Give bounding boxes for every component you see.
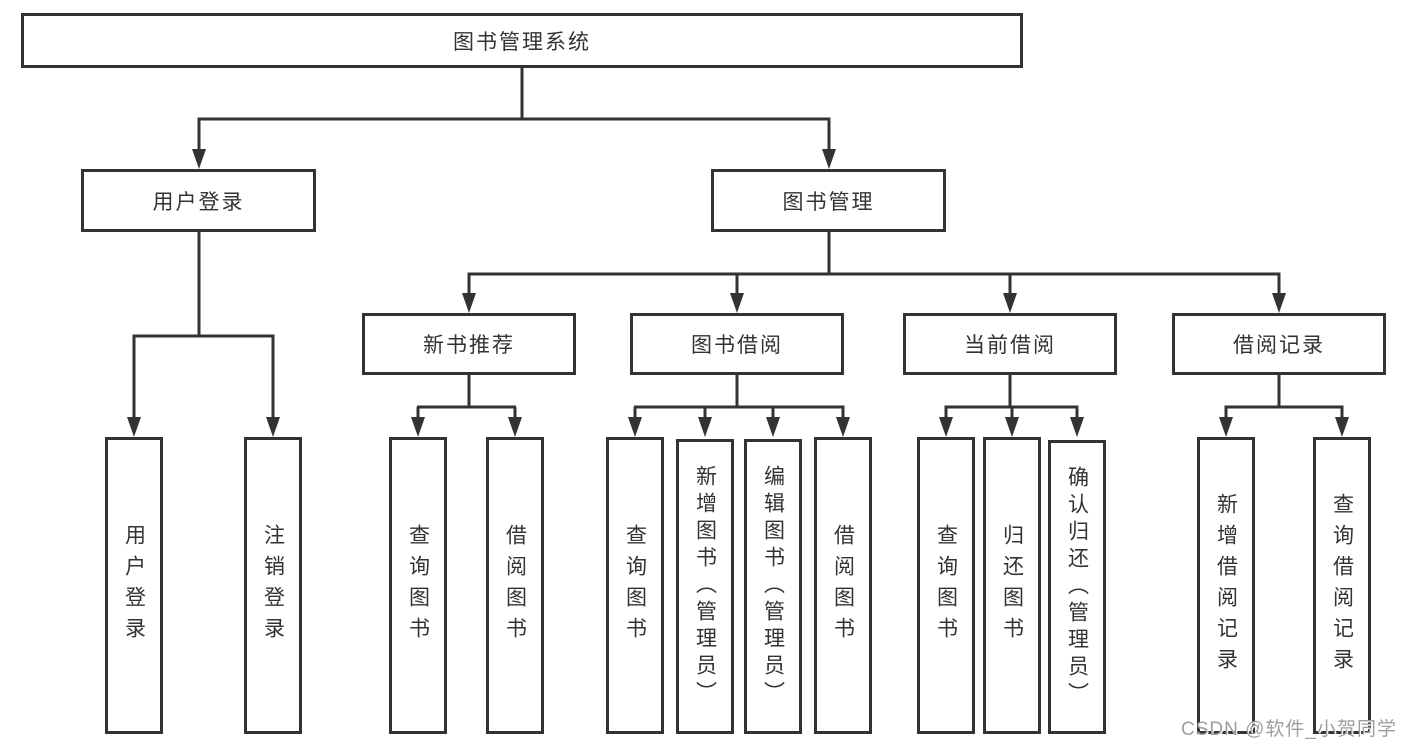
node-label: 图书管理 [782, 190, 875, 214]
node-current-borrowing: 当前借阅 [903, 313, 1117, 375]
leaf-edit-books-admin: 编辑图书（管理员） [744, 439, 802, 734]
leaf-label: 查询图书 [406, 523, 430, 648]
leaf-add-borrow-record: 新增借阅记录 [1197, 437, 1255, 734]
csdn-watermark: CSDN @软件_小贺同学 [1181, 719, 1397, 740]
leaf-label: 用户登录 [122, 523, 146, 648]
leaf-label: 归还图书 [1000, 523, 1024, 648]
leaf-borrow-books-recommend: 借阅图书 [486, 437, 544, 734]
leaf-label: 查询图书 [623, 523, 647, 648]
leaf-borrow-books-borrowing: 借阅图书 [814, 437, 872, 734]
leaf-label: 借阅图书 [831, 523, 855, 648]
node-book-management: 图书管理 [711, 169, 946, 232]
leaf-label: 注销登录 [261, 523, 285, 648]
leaf-label: 新增借阅记录 [1214, 492, 1238, 679]
leaf-query-books-recommend: 查询图书 [389, 437, 447, 734]
leaf-query-books-current: 查询图书 [917, 437, 975, 734]
leaf-label: 确认归还（管理员） [1065, 465, 1089, 709]
leaf-label: 查询借阅记录 [1330, 492, 1354, 679]
node-label: 用户登录 [152, 190, 245, 214]
node-label: 借阅记录 [1233, 334, 1325, 357]
leaf-label: 编辑图书（管理员） [761, 465, 785, 708]
leaf-logout: 注销登录 [244, 437, 302, 734]
leaf-query-books-borrowing: 查询图书 [606, 437, 664, 734]
node-new-book-recommend: 新书推荐 [362, 313, 576, 375]
node-user-login: 用户登录 [81, 169, 316, 232]
node-label: 图书借阅 [691, 334, 783, 357]
leaf-add-books-admin: 新增图书（管理员） [676, 439, 734, 734]
leaf-label: 借阅图书 [503, 523, 527, 648]
node-label: 新书推荐 [423, 334, 515, 357]
node-library-management-system: 图书管理系统 [21, 13, 1023, 68]
node-borrowing-records: 借阅记录 [1172, 313, 1386, 375]
node-label: 当前借阅 [964, 334, 1056, 357]
leaf-query-borrow-record: 查询借阅记录 [1313, 437, 1371, 734]
leaf-user-login: 用户登录 [105, 437, 163, 734]
leaf-label: 新增图书（管理员） [693, 465, 717, 708]
leaf-label: 查询图书 [934, 523, 958, 648]
leaf-return-books: 归还图书 [983, 437, 1041, 734]
node-label: 图书管理系统 [453, 30, 591, 54]
node-book-borrowing: 图书借阅 [630, 313, 844, 375]
leaf-confirm-return-admin: 确认归还（管理员） [1048, 440, 1106, 734]
